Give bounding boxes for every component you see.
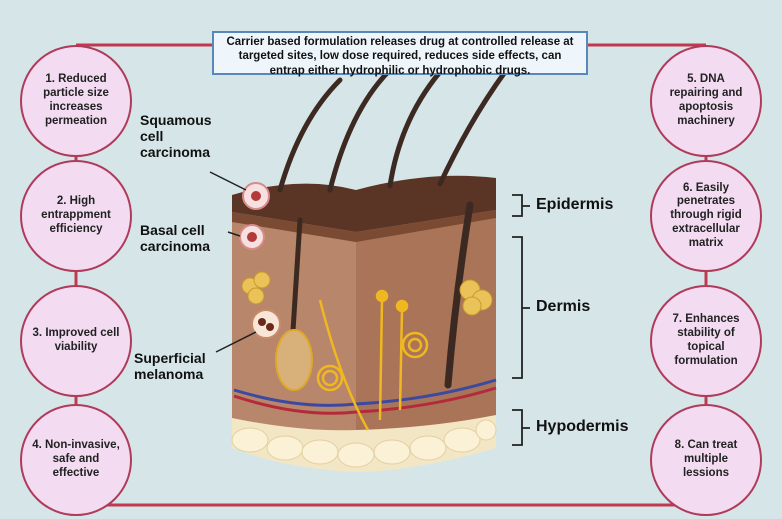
benefit-circle-1: 1. Reduced particle size increases perme…	[20, 45, 132, 157]
basal-label: Basal cell carcinoma	[140, 222, 211, 255]
gland-cluster	[241, 271, 493, 316]
hair-follicle	[275, 329, 313, 391]
melanoma-label: Superficial melanoma	[134, 350, 206, 383]
benefit-text-5: 5. DNA repairing and apoptosis machinery	[669, 73, 743, 127]
top-note-box: Carrier based formulation releases drug …	[212, 31, 588, 77]
hypodermis-label: Hypodermis	[536, 418, 629, 435]
benefit-circle-4: 4. Non-invasive, safe and effective	[20, 404, 132, 516]
benefit-text-4: 4. Non-invasive, safe and effective	[32, 439, 120, 479]
benefit-circle-5: 5. DNA repairing and apoptosis machinery	[650, 45, 762, 157]
benefit-text-6: 6. Easily penetrates through rigid extra…	[670, 181, 742, 249]
epidermis-label: Epidermis	[536, 196, 614, 213]
squamous-label: Squamous cell carcinoma	[140, 112, 212, 161]
benefit-circle-3: 3. Improved cell viability	[20, 285, 132, 397]
benefit-circle-2: 2. High entrappment efficiency	[20, 160, 132, 272]
hairs	[277, 67, 508, 389]
melanoma-marker	[251, 309, 281, 339]
benefit-circle-7: 7. Enhances stability of topical formula…	[650, 285, 762, 397]
benefit-text-2: 2. High entrappment efficiency	[41, 195, 111, 235]
benefit-circle-6: 6. Easily penetrates through rigid extra…	[650, 160, 762, 272]
glands-and-nerves	[316, 289, 429, 431]
benefit-text-3: 3. Improved cell viability	[32, 327, 120, 353]
squamous-cell-marker	[242, 182, 270, 210]
benefit-circle-8: 8. Can treat multiple lessions	[650, 404, 762, 516]
benefit-text-1: 1. Reduced particle size increases perme…	[43, 73, 109, 127]
top-note-text: Carrier based formulation releases drug …	[226, 36, 574, 77]
epidermis-top	[232, 175, 496, 232]
layer-brackets	[512, 194, 530, 446]
benefit-text-8: 8. Can treat multiple lessions	[674, 439, 738, 479]
benefit-text-7: 7. Enhances stability of topical formula…	[672, 313, 740, 367]
basal-cell-marker	[239, 224, 265, 250]
pointer-lines	[209, 171, 257, 353]
dermis-label: Dermis	[536, 298, 591, 315]
